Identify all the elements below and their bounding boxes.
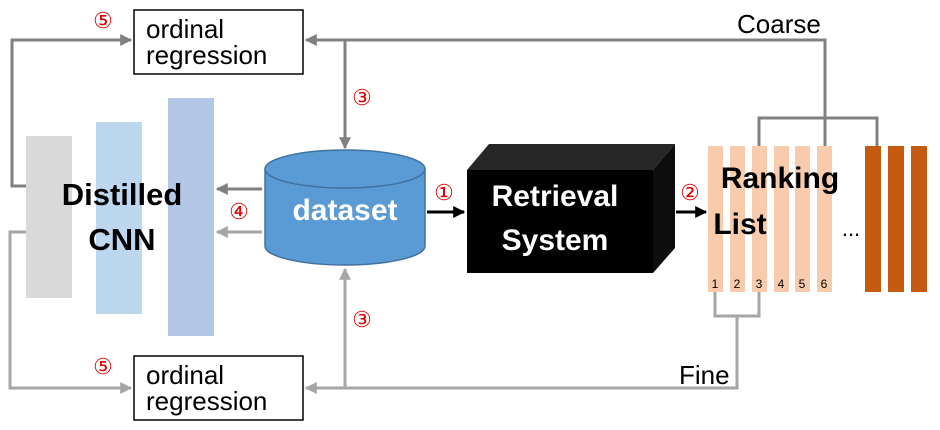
ranking-bar-3 xyxy=(752,146,767,292)
ranking-number-6: 6 xyxy=(821,277,828,291)
step-4-marker: ④ xyxy=(229,199,249,224)
step-5-bottom-marker: ⑤ xyxy=(93,354,113,379)
ranking-bar-5 xyxy=(795,146,810,292)
step-1-marker: ① xyxy=(434,180,454,205)
ranking-bar-1 xyxy=(708,146,723,292)
ranking-coarse-bracket xyxy=(757,116,879,146)
ordinal-regression-top-box xyxy=(133,9,304,75)
cnn-label-line1: Distilled xyxy=(62,177,183,212)
ranking-bar-4 xyxy=(774,146,789,292)
ranking-list xyxy=(708,146,927,292)
fine-label: Fine xyxy=(679,360,730,390)
step-3-bottom-marker: ③ xyxy=(352,307,372,332)
step-2-marker: ② xyxy=(680,180,700,205)
ranking-bar-2 xyxy=(730,146,745,292)
step-5-top-marker: ⑤ xyxy=(93,8,113,33)
ranking-bar-dark-2 xyxy=(888,146,904,292)
cnn-layer-2 xyxy=(96,122,142,314)
ordinal-bottom-line1: ordinal xyxy=(146,360,224,390)
ranking-bar-6 xyxy=(817,146,832,292)
cnn-layer-3 xyxy=(168,98,214,336)
retrieval-system-box xyxy=(467,144,675,273)
ordinal-regression-bottom-box xyxy=(133,355,304,421)
arrow-fine-to-ordinal xyxy=(304,316,739,394)
cnn-label-line2: CNN xyxy=(88,222,155,257)
retrieval-label-line1: Retrieval xyxy=(492,180,619,213)
ranking-ellipsis: ... xyxy=(842,216,860,241)
ordinal-top-line1: ordinal xyxy=(146,14,224,44)
ranking-bar-dark-3 xyxy=(911,146,927,292)
ranking-number-2: 2 xyxy=(734,277,741,291)
ranking-number-1: 1 xyxy=(712,277,719,291)
retrieval-label-line2: System xyxy=(502,224,609,257)
ordinal-top-line2: regression xyxy=(146,40,267,70)
ranking-fine-bracket xyxy=(713,292,761,318)
dataset-label: dataset xyxy=(292,194,397,227)
arrow-cnn-to-ordinal-top xyxy=(10,34,133,188)
step-3-top-marker: ③ xyxy=(352,85,372,110)
ranking-bar-dark-1 xyxy=(865,146,881,292)
ranking-label-line1: Ranking xyxy=(721,162,839,195)
ranking-number-3: 3 xyxy=(756,277,763,291)
cnn-layer-1 xyxy=(26,136,72,298)
ranking-number-5: 5 xyxy=(799,277,806,291)
coarse-label: Coarse xyxy=(737,9,821,39)
ranking-label-line2: List xyxy=(713,208,766,241)
ranking-number-4: 4 xyxy=(778,277,785,291)
dataset-cylinder xyxy=(264,149,426,266)
arrow-cnn-to-ordinal-bottom xyxy=(8,230,133,394)
arrow-coarse-to-ordinal xyxy=(304,34,827,146)
ordinal-bottom-line2: regression xyxy=(146,386,267,416)
